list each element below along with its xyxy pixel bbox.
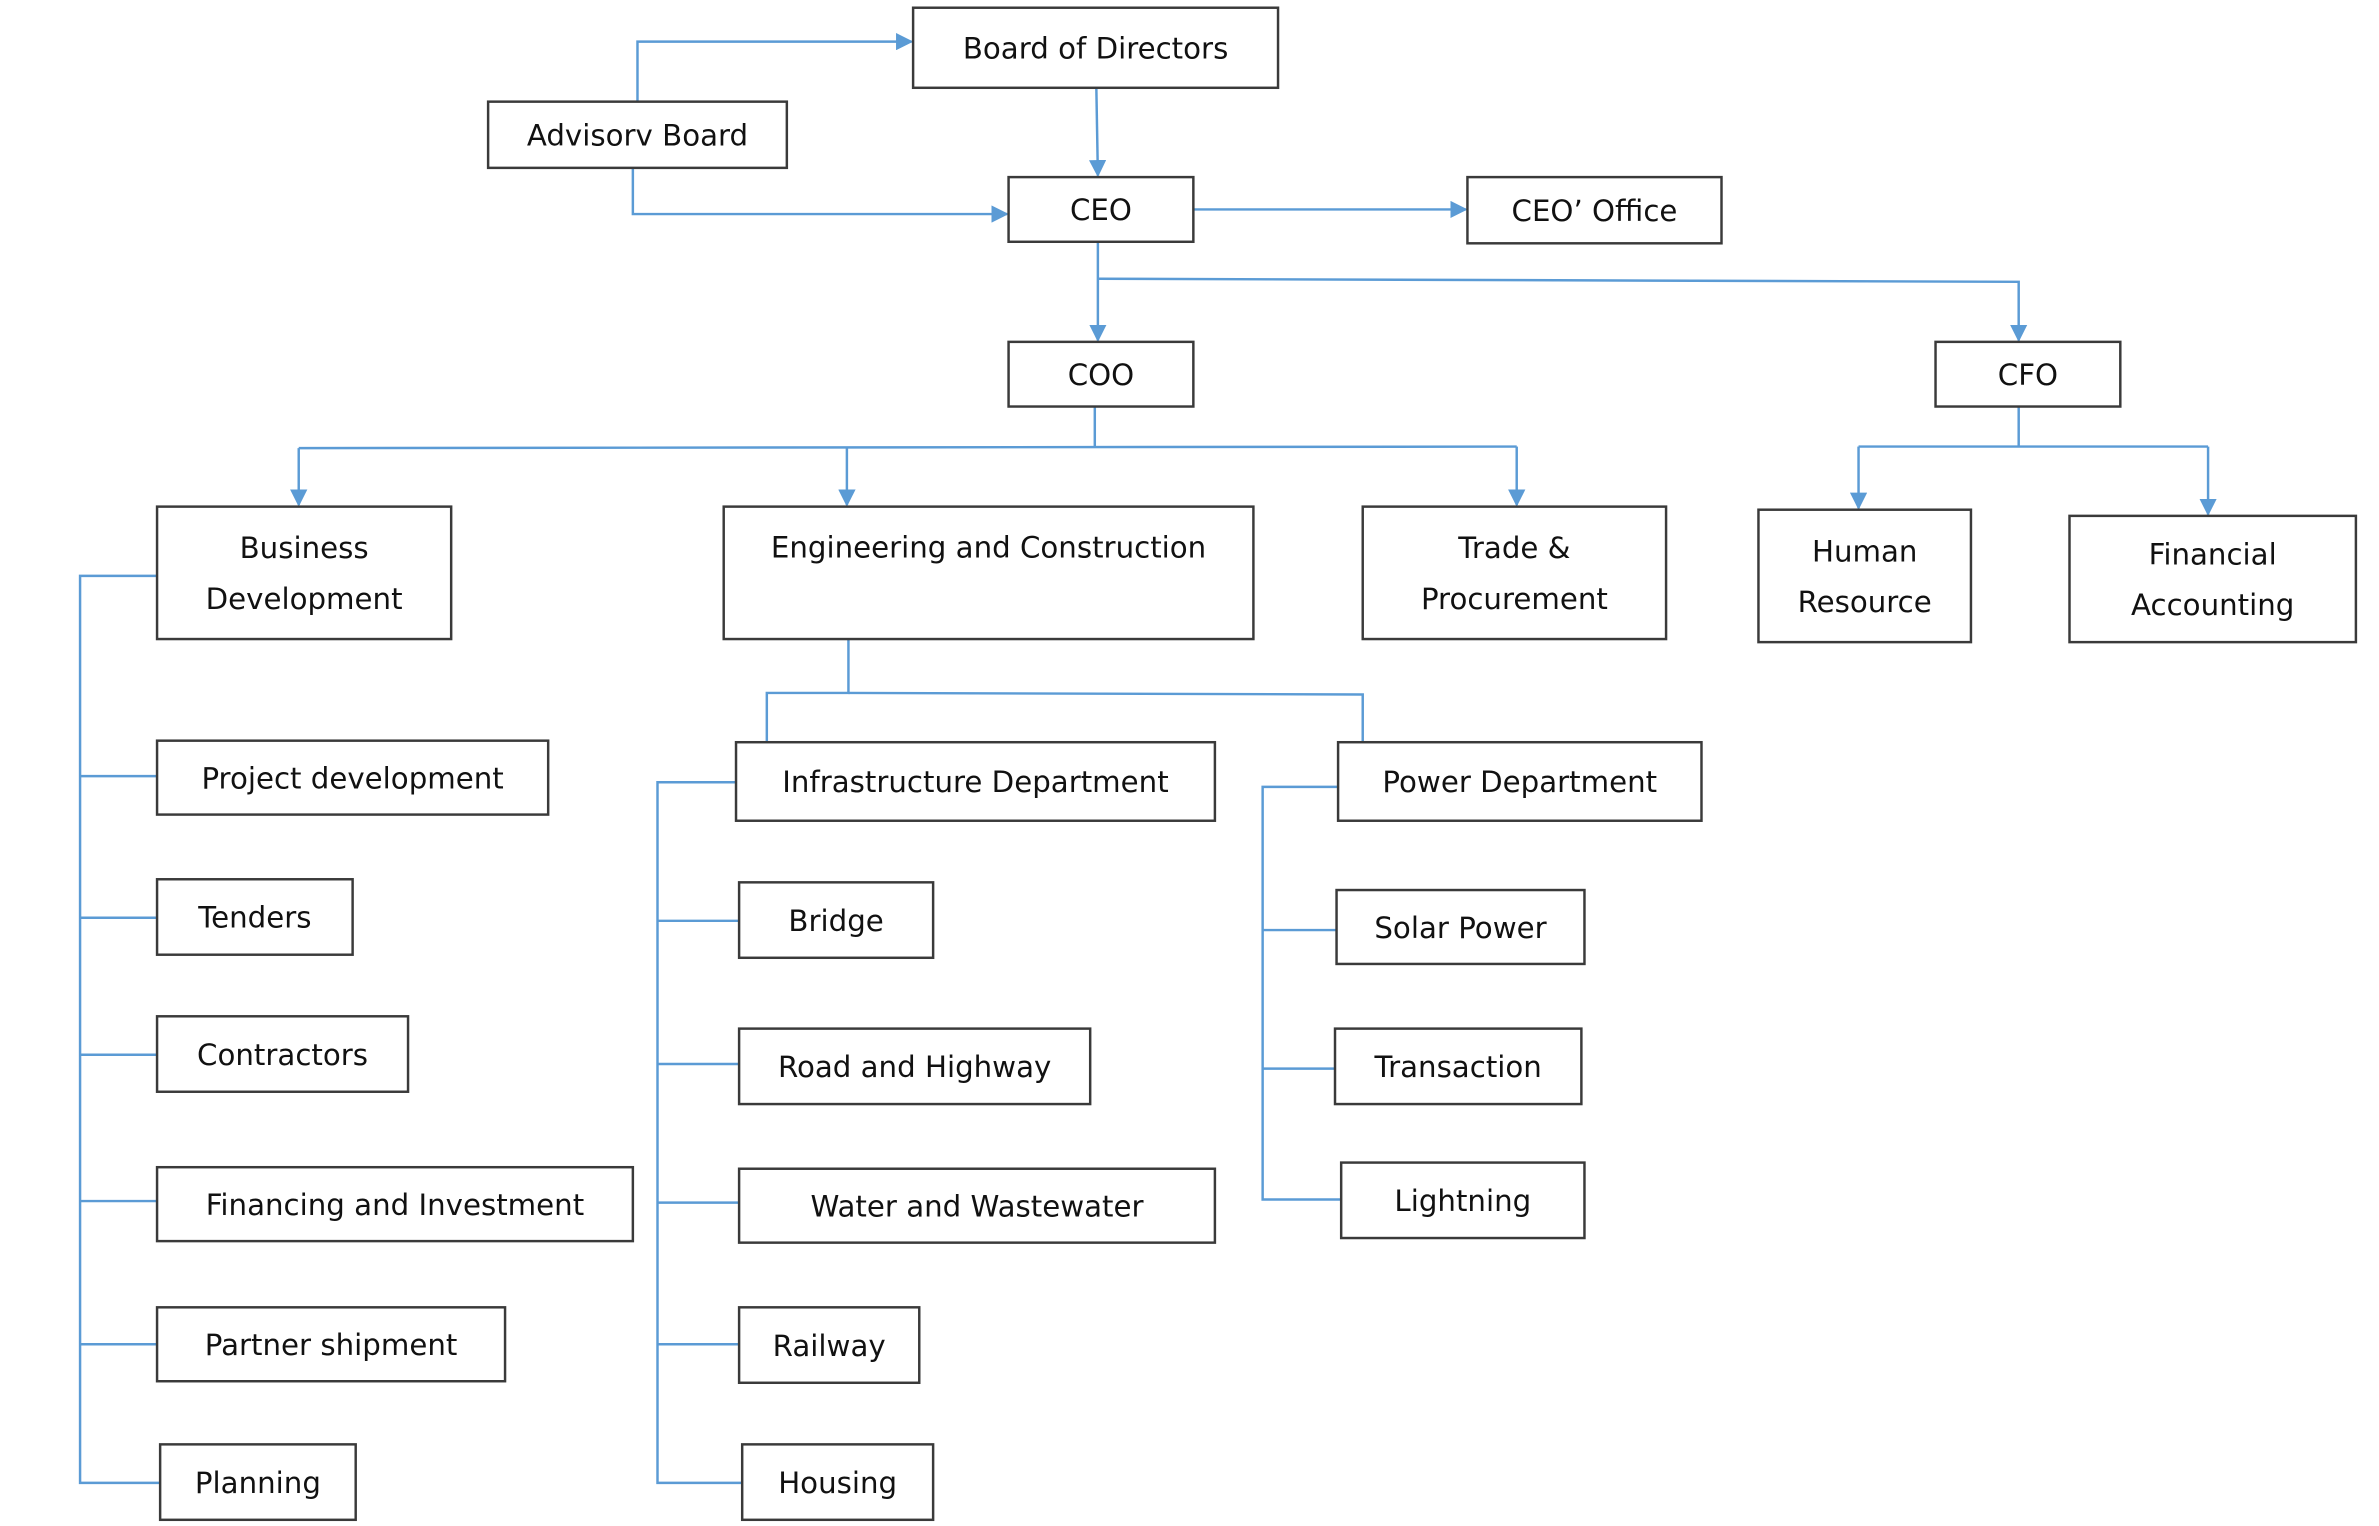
node-power: Power Department [1336,740,1703,822]
node-label: COO [1068,358,1134,392]
node-projdev: Project development [155,739,550,816]
node-board: Board of Directors [911,6,1280,90]
node-box [155,878,354,956]
node-transaction: Transaction [1333,1027,1583,1106]
node-label: Trade & [1457,531,1570,565]
node-box [155,1306,507,1383]
node-label: Planning [195,1466,321,1500]
node-box [1361,505,1668,641]
connector-ceo-cfo [1097,277,2028,343]
node-label: Road and Highway [778,1050,1051,1084]
connector-coo-bus [298,445,1517,450]
node-box [1333,1027,1583,1106]
node-box [1336,740,1703,822]
node-box [737,881,935,960]
node-label: Human [1812,534,1918,568]
node-housing: Housing [740,1443,935,1522]
node-bridge: Bridge [737,881,935,960]
node-box [1007,175,1195,244]
node-box [737,1306,921,1385]
node-label: Bridge [788,904,883,938]
node-label: Partner shipment [205,1328,458,1362]
node-planning: Planning [158,1443,357,1522]
node-box [155,739,550,816]
connector-eng-infra [765,639,850,743]
node-box [155,1015,410,1093]
node-label: Engineering and Construction [771,530,1206,564]
node-box [722,505,1255,641]
node-box [155,1165,635,1243]
node-box [1757,508,1973,644]
node-trade: Trade & Procurement [1361,505,1668,641]
node-advisory: Advisorv Board [486,100,789,170]
node-label: CFO [1998,358,2058,392]
node-box [1339,1161,1586,1240]
connector-advisory-ceo [631,167,1009,223]
node-box [2068,514,2358,644]
connector-eng-power [848,691,1364,743]
node-box [734,740,1217,822]
connector-infra-tree [656,781,743,1485]
node-box [158,1443,357,1522]
node-label: CEO [1070,193,1132,227]
node-box [740,1443,935,1522]
node-label: Board of Directors [963,32,1229,66]
node-label: CEO’ Office [1512,194,1678,228]
connector-bizdev-tree [78,574,161,1485]
node-label: Accounting [2131,588,2294,622]
node-label: Advisorv Board [527,119,748,153]
connector-advisory-board [636,32,914,102]
node-label: Financing and Investment [206,1188,584,1222]
node-label: Transaction [1374,1050,1542,1084]
node-box [1934,340,2122,408]
node-lightning: Lightning [1339,1161,1586,1240]
node-label: Power Department [1382,765,1657,799]
connectors [78,32,2217,1485]
node-label: Housing [778,1466,897,1500]
node-label: Infrastructure Department [782,765,1168,799]
node-coo: COO [1007,340,1195,408]
node-label: Procurement [1421,582,1608,616]
connector-board-ceo [1088,87,1107,178]
node-label: Financial [2149,537,2277,571]
node-ceo: CEO [1007,175,1195,244]
node-box [1466,175,1723,245]
node-water: Water and Wastewater [737,1167,1217,1244]
node-label: Resource [1798,585,1932,619]
node-label: Solar Power [1374,911,1547,945]
node-box [1335,888,1586,966]
node-label: Project development [201,761,503,795]
node-road: Road and Highway [737,1027,1092,1106]
node-tenders: Tenders [155,878,354,956]
node-box [155,505,453,641]
connector-power-tree [1261,785,1342,1201]
node-label: Railway [773,1329,886,1363]
node-label: Water and Wastewater [810,1189,1144,1223]
node-box [1007,340,1195,408]
node-label: Tenders [197,901,311,935]
node-label: Lightning [1394,1184,1531,1218]
node-label: Business [240,531,369,565]
node-infra: Infrastructure Department [734,740,1217,822]
node-box [486,100,789,170]
node-financing: Financing and Investment [155,1165,635,1243]
node-solar: Solar Power [1335,888,1586,966]
node-label: Contractors [197,1038,368,1072]
node-cfo: CFO [1934,340,2122,408]
node-partner: Partner shipment [155,1306,507,1383]
node-label: Development [206,582,403,616]
node-contractors: Contractors [155,1015,410,1093]
node-eng: Engineering and Construction [722,505,1255,641]
node-box [737,1027,1092,1106]
node-box [737,1167,1217,1244]
node-railway: Railway [737,1306,921,1385]
node-ceo-office: CEO’ Office [1466,175,1723,245]
node-box [911,6,1280,90]
